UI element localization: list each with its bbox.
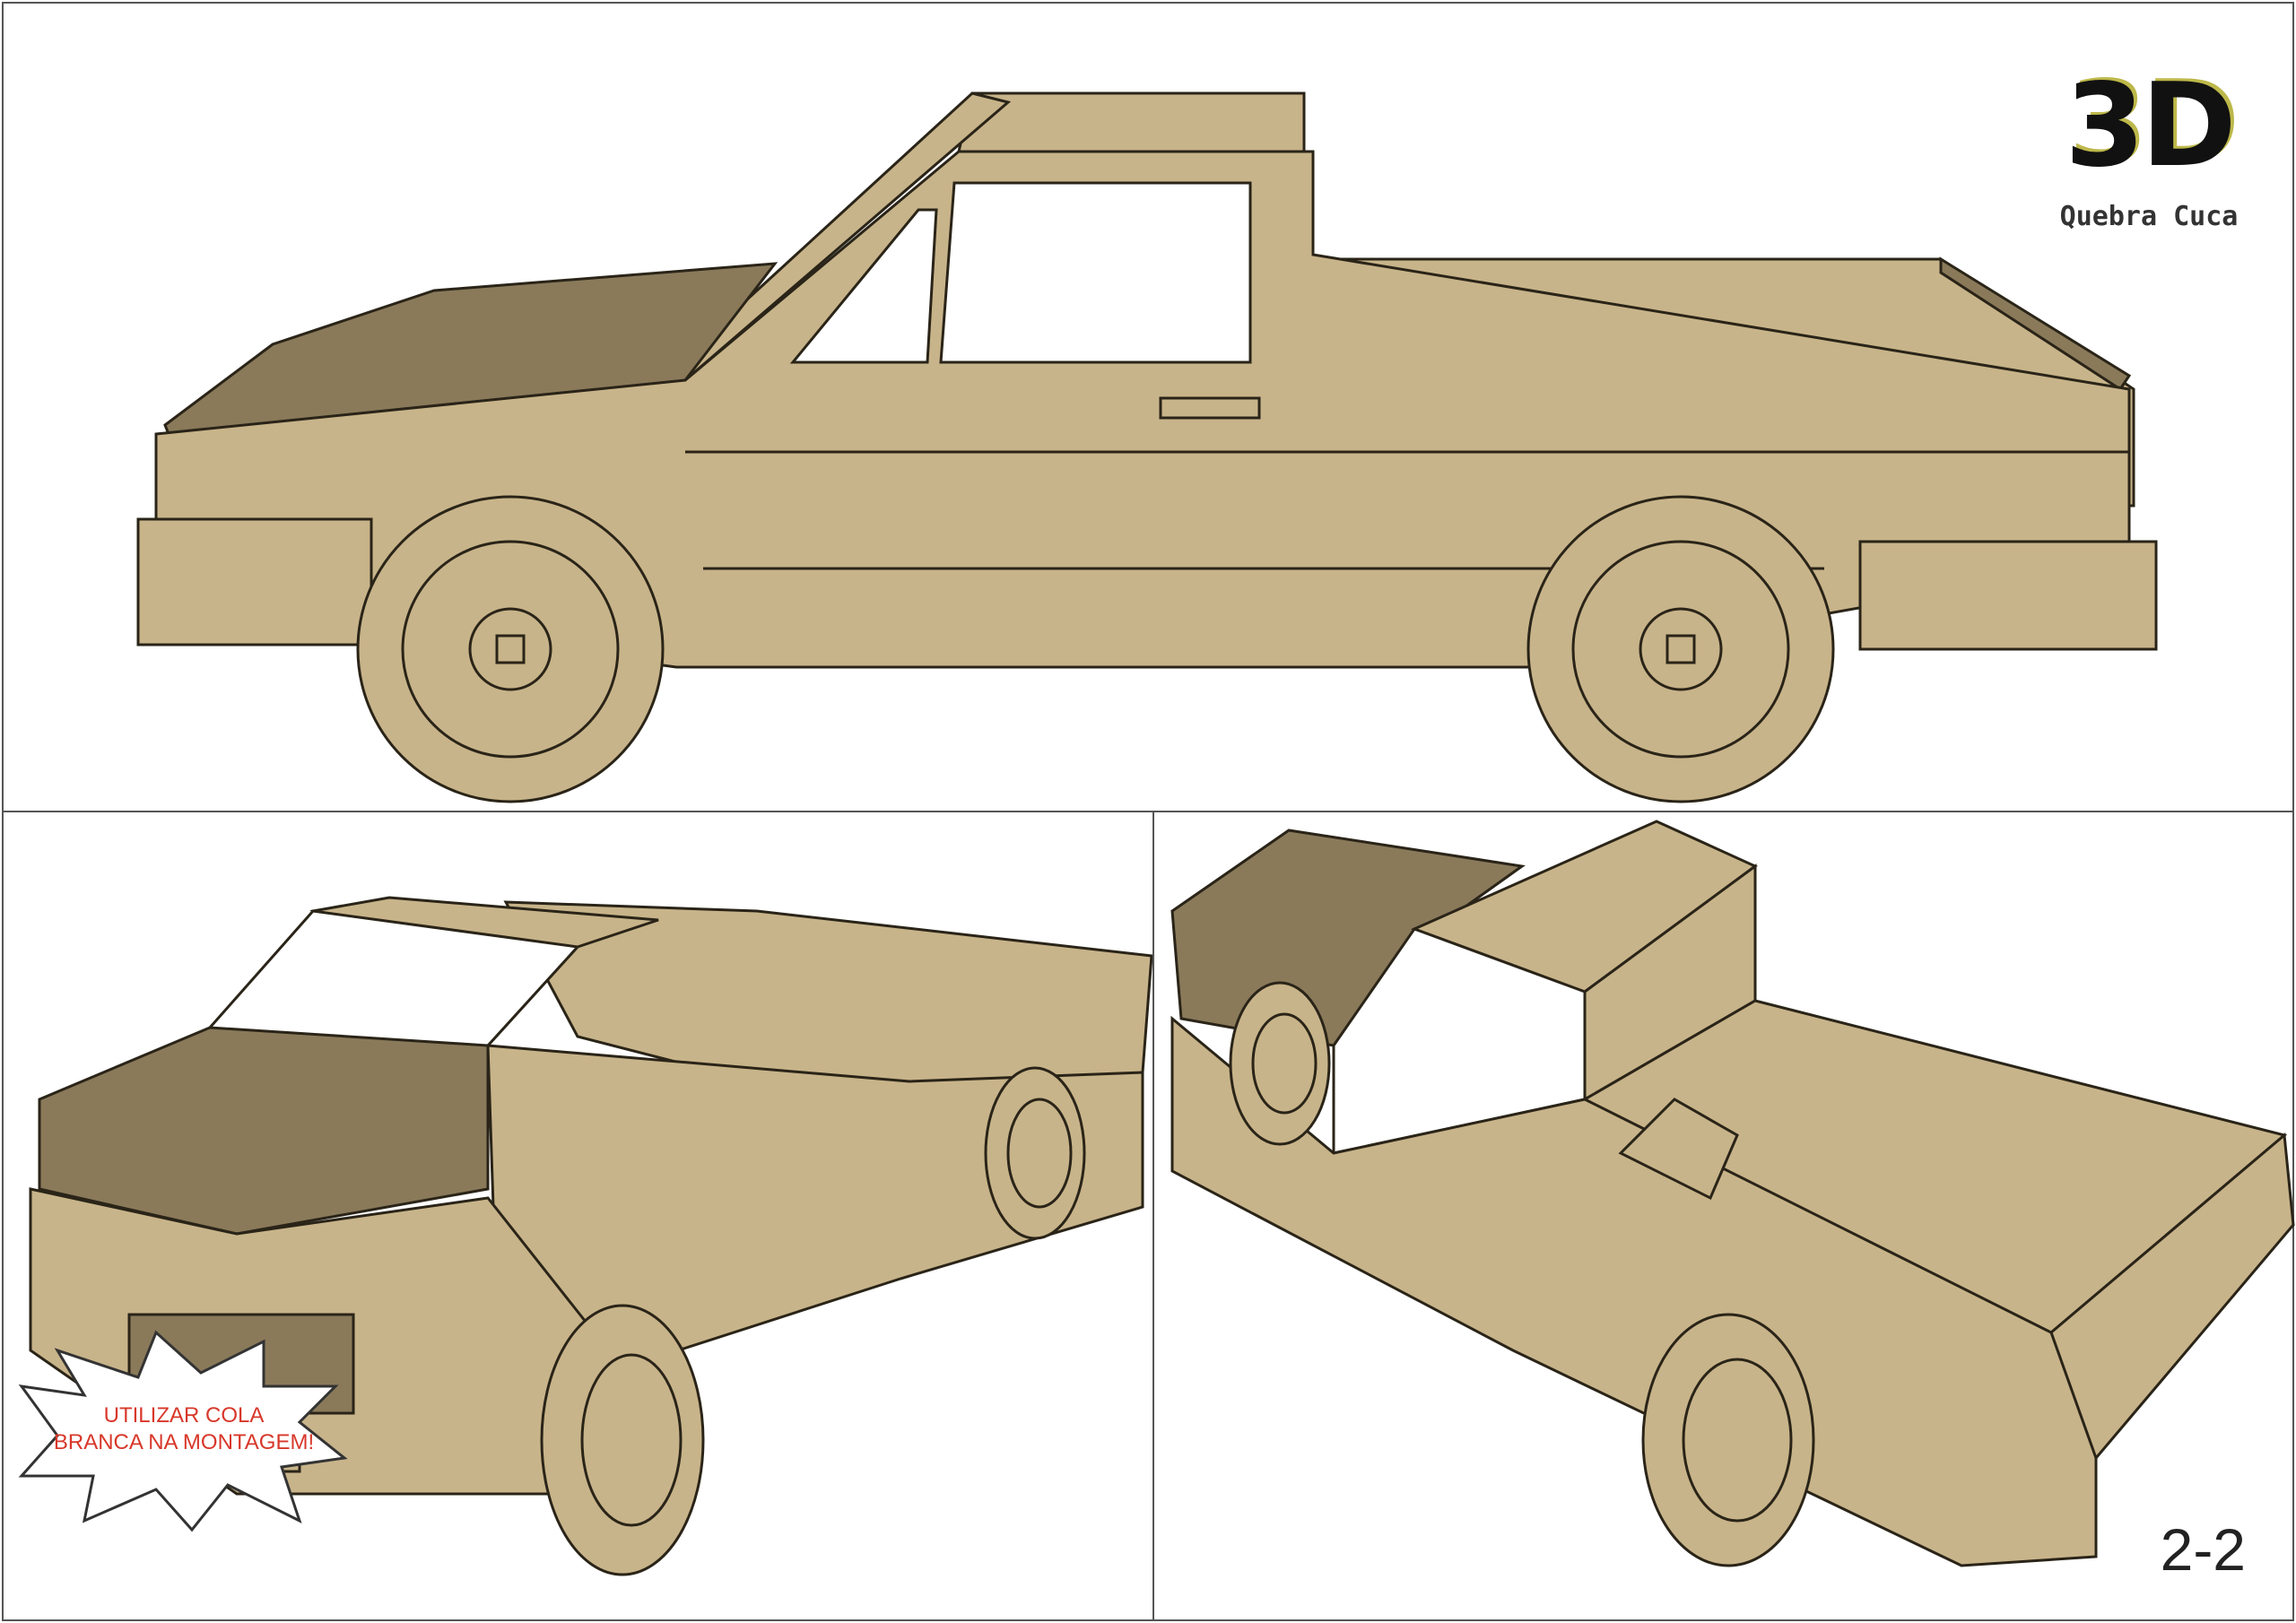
hood <box>38 1026 490 1236</box>
front-wheel <box>356 495 665 803</box>
front-perspective-panel <box>2 811 1154 1621</box>
side-view-panel: 3D Quebra Cuca <box>2 2 2294 812</box>
truck-side-view <box>136 91 2158 803</box>
front-wheel <box>1229 981 1331 1146</box>
bed-block <box>1618 1098 1739 1201</box>
warning-line-1: UTILIZAR COLA <box>103 1403 265 1428</box>
front-wheel <box>540 1304 705 1576</box>
front-bumper <box>136 517 373 647</box>
warning-burst-shape <box>18 1330 348 1532</box>
brand-logo: 3D Quebra Cuca <box>2041 59 2257 235</box>
warning-line-2: BRANCA NA MONTAGEM! <box>53 1430 315 1454</box>
body <box>1170 1015 2098 1567</box>
front-window <box>789 208 938 364</box>
cab-roof <box>957 91 1306 153</box>
rear-wheel <box>1641 1313 1815 1567</box>
door-handle <box>1159 396 1261 420</box>
side-window <box>939 181 1252 364</box>
page-number: 2-2 <box>2160 1516 2246 1583</box>
truck-rear-perspective <box>1170 820 2295 1567</box>
rear-perspective-panel: 2-2 <box>1152 811 2295 1621</box>
truck-front-perspective <box>18 896 1153 1576</box>
rear-wheel <box>1526 495 1835 803</box>
rear-wheel <box>984 1066 1086 1240</box>
logo-subtitle: Quebra Cuca <box>2059 201 2239 232</box>
glue-warning: UTILIZAR COLA BRANCA NA MONTAGEM! <box>49 1402 318 1456</box>
logo-mark: 3D <box>2065 59 2236 193</box>
rear-bumper <box>1858 540 2158 651</box>
